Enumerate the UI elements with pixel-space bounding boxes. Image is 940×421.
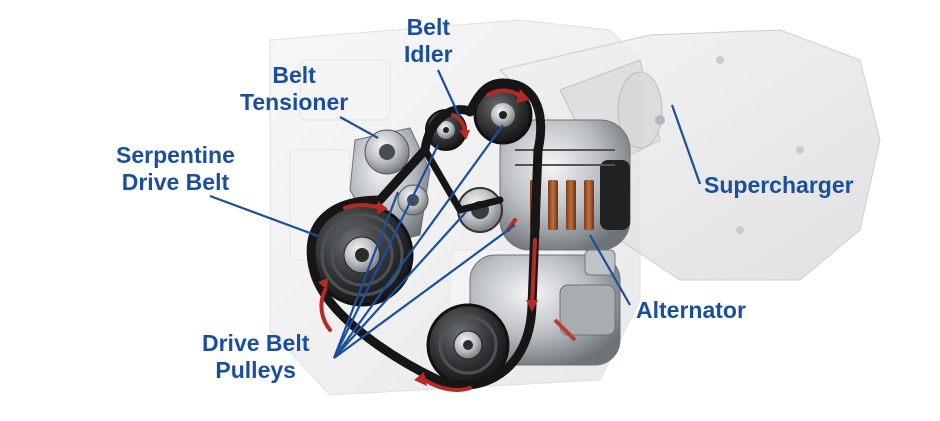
leader-line-belt-idler bbox=[437, 69, 461, 119]
label-supercharger: Supercharger bbox=[704, 172, 854, 198]
alternator-body bbox=[499, 119, 631, 251]
label-belt-tensioner: Belt Tensioner bbox=[240, 62, 349, 115]
leader-line-supercharger bbox=[670, 104, 702, 185]
compressor-pulley bbox=[426, 303, 510, 387]
arrow-heads bbox=[318, 89, 538, 386]
direction-arrows bbox=[319, 88, 537, 392]
arrow-head bbox=[318, 278, 328, 290]
leader-line-pulleys-5 bbox=[333, 224, 516, 359]
label-drive-belt-pulleys: Drive Belt Pulleys bbox=[202, 330, 310, 383]
arrow-head bbox=[377, 201, 388, 214]
direction-arrow bbox=[423, 378, 472, 392]
direction-arrow bbox=[486, 88, 522, 98]
arrow-head bbox=[414, 372, 427, 386]
leader-line-belt-tensioner bbox=[339, 116, 379, 139]
label-serpentine-drive-belt: Serpentine Drive Belt bbox=[116, 142, 235, 195]
leader-line-alternator bbox=[589, 234, 631, 306]
arrow-head bbox=[459, 130, 470, 140]
label-belt-idler: Belt Idler bbox=[404, 14, 453, 67]
leader-line-serpentine bbox=[209, 194, 319, 238]
direction-arrow bbox=[343, 203, 382, 210]
direction-arrow bbox=[530, 238, 537, 307]
direction-arrow bbox=[319, 288, 332, 332]
arrow-head bbox=[516, 89, 530, 103]
leader-line-pulleys-1 bbox=[333, 144, 439, 359]
arrow-head bbox=[526, 300, 538, 312]
leader-line-pulleys-3 bbox=[333, 211, 467, 359]
label-alternator: Alternator bbox=[636, 297, 746, 323]
leader-lines bbox=[209, 69, 702, 359]
leader-line-pulleys-2 bbox=[332, 191, 400, 359]
leader-line-pulleys-4 bbox=[333, 124, 504, 359]
